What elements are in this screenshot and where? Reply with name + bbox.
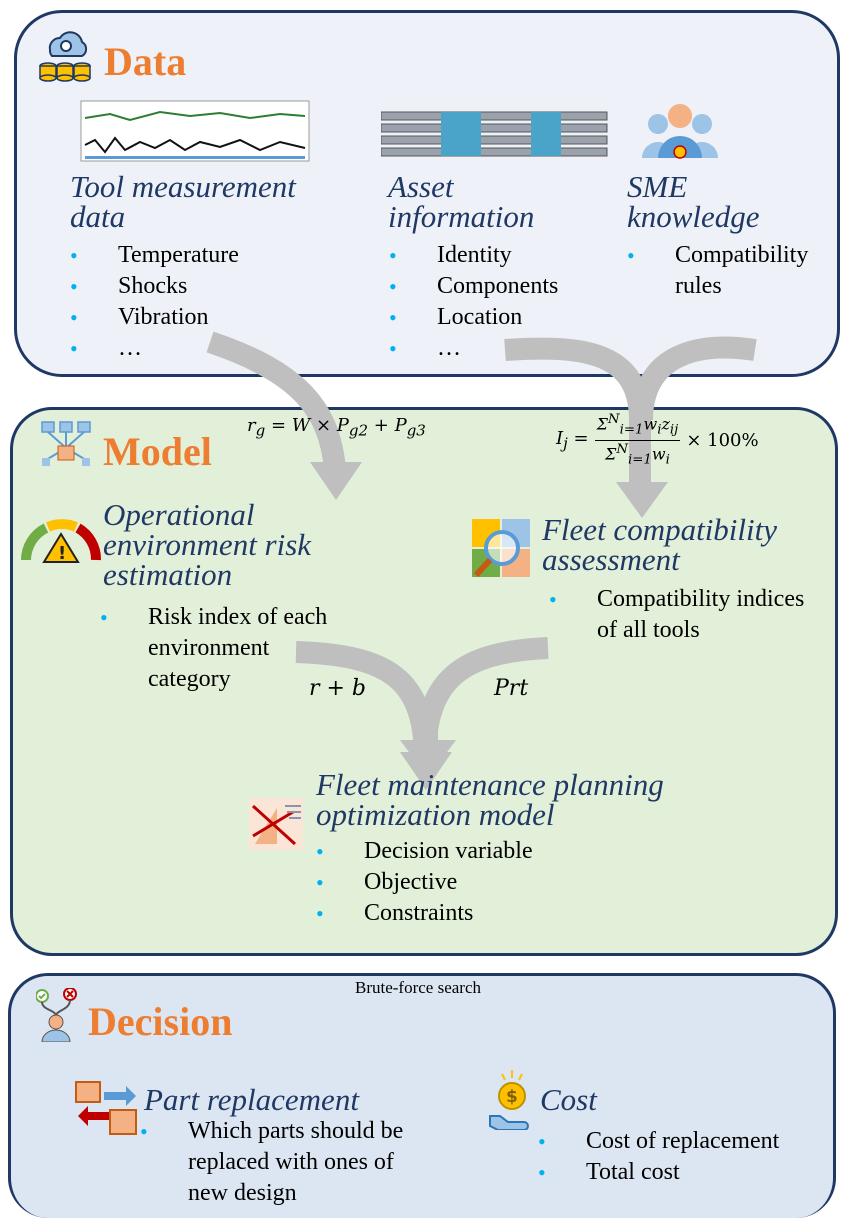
list-item: Components	[389, 271, 619, 302]
list-item: …	[389, 333, 619, 364]
sensor-chart-icon	[80, 100, 310, 162]
decision-title: Decision	[88, 999, 233, 1044]
risk-equation: rg = W × Pg2 + Pg3	[247, 415, 426, 440]
svg-text:!: !	[58, 543, 66, 564]
cost-coin-icon: $	[489, 1070, 529, 1130]
decision-person-icon	[36, 988, 77, 1042]
merge-right-label: Prt	[494, 676, 529, 701]
part-replacement-list: Which parts should be replaced with ones…	[140, 1116, 430, 1209]
svg-text:$: $	[506, 1087, 518, 1107]
opt-subtitle: Fleet maintenance planning optimization …	[316, 767, 664, 832]
opt-list: Decision variable Objective Constraints	[316, 836, 616, 929]
sme-knowledge-subtitle: SME knowledge	[627, 169, 760, 234]
compat-puzzle-icon	[472, 519, 530, 578]
sme-knowledge-list: Compatibility rules	[627, 240, 841, 302]
list-item: Objective	[316, 867, 616, 898]
risk-subtitle: Operational environment risk estimation	[103, 497, 312, 592]
list-item: Vibration	[70, 302, 320, 333]
list-item: Cost of replacement	[538, 1126, 838, 1157]
part-boxes-icon	[75, 1081, 137, 1135]
list-item: …	[70, 333, 320, 364]
list-item: Compatibility indices of all tools	[549, 584, 819, 646]
risk-gauge-icon: !	[21, 519, 101, 564]
list-item: Decision variable	[316, 836, 616, 867]
data-title: Data	[104, 39, 187, 84]
model-title: Model	[103, 429, 212, 474]
list-item: Shocks	[70, 271, 320, 302]
arrowhead-decision	[400, 740, 456, 778]
compat-list: Compatibility indices of all tools	[549, 584, 819, 646]
arrowhead-risk	[310, 462, 362, 500]
tool-measurement-list: Temperature Shocks Vibration …	[70, 240, 320, 364]
list-item: Compatibility rules	[627, 240, 841, 302]
list-item: Temperature	[70, 240, 320, 271]
list-item: Location	[389, 302, 619, 333]
list-item: Total cost	[538, 1157, 838, 1188]
model-network-icon	[41, 421, 91, 466]
list-item: Constraints	[316, 898, 616, 929]
list-item: Identity	[389, 240, 619, 271]
asset-information-subtitle: Asset information	[388, 169, 535, 234]
cost-title: Cost	[540, 1082, 597, 1117]
risk-list: Risk index of each environment category	[100, 602, 340, 695]
sme-team-icon	[642, 104, 718, 159]
merge-left-label: r + b	[309, 676, 367, 701]
index-equation: Ij = ΣNi=1wizij ΣNi=1wi × 100%	[556, 412, 759, 468]
database-cloud-icon	[39, 31, 91, 82]
list-item: Which parts should be replaced with ones…	[140, 1116, 430, 1209]
asset-tools-icon	[381, 111, 608, 157]
compat-subtitle: Fleet compatibility assessment	[542, 512, 778, 577]
brute-force-label: Brute-force search	[355, 978, 482, 997]
arrow-sme-to-compat	[631, 336, 757, 421]
part-replacement-title: Part replacement	[144, 1082, 359, 1117]
tool-measurement-subtitle: Tool measurement data	[70, 169, 296, 234]
arrowhead-compat	[616, 482, 668, 518]
asset-information-list: Identity Components Location …	[389, 240, 619, 364]
optimization-chart-icon	[249, 798, 303, 850]
cost-list: Cost of replacement Total cost	[538, 1126, 838, 1188]
list-item: Risk index of each environment category	[100, 602, 340, 695]
